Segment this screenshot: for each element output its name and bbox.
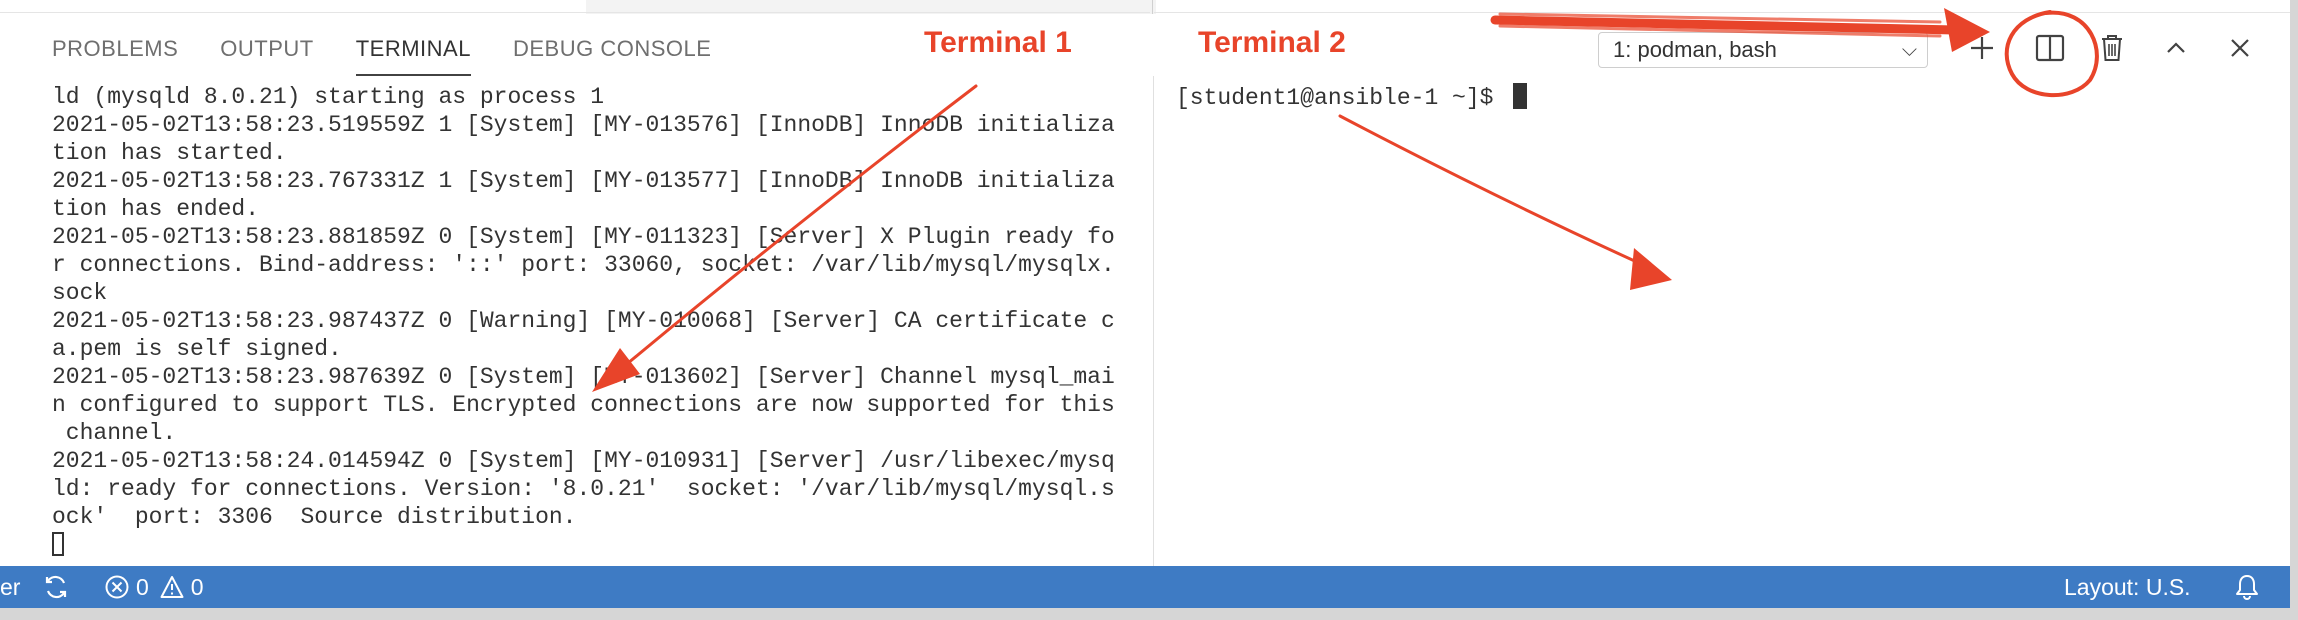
terminal-line: ld: ready for connections. Version: '8.0… xyxy=(52,476,1115,502)
terminal-line: 2021-05-02T13:58:23.767331Z 1 [System] [… xyxy=(52,168,1115,194)
window-edge xyxy=(2290,0,2298,620)
terminal-line: ld (mysqld 8.0.21) starting as process 1 xyxy=(52,84,605,110)
terminal-1-output[interactable]: ld (mysqld 8.0.21) starting as process 1… xyxy=(52,83,1115,559)
terminal-2-output[interactable]: [student1@ansible-1 ~]$ xyxy=(1176,83,1528,112)
error-icon xyxy=(105,575,129,599)
keyboard-layout[interactable]: Layout: U.S. xyxy=(2064,574,2191,600)
editor-area-remnant xyxy=(586,0,1156,14)
terminal-line: tion has ended. xyxy=(52,196,260,222)
terminal-cursor xyxy=(52,532,64,556)
bell-icon[interactable] xyxy=(2234,566,2260,608)
terminal-line: ock' port: 3306 Source distribution. xyxy=(52,504,577,530)
bottom-panel xyxy=(0,14,2290,566)
terminal-select[interactable]: 1: podman, bash ⌵ xyxy=(1598,32,1928,68)
annotation-terminal-2: Terminal 2 xyxy=(1198,26,1346,59)
divider-line-right xyxy=(1154,12,2298,13)
terminal-split-divider[interactable] xyxy=(1153,76,1154,566)
trash-icon[interactable] xyxy=(2092,28,2132,68)
problems-status[interactable]: 0 0 xyxy=(104,566,204,608)
tab-terminal[interactable]: TERMINAL xyxy=(355,36,472,76)
sync-icon[interactable] xyxy=(42,566,70,608)
terminal-prompt: [student1@ansible-1 ~]$ xyxy=(1176,85,1508,111)
editor-top-strip xyxy=(0,0,2298,14)
status-bar: er 0 0 Layout: U.S. xyxy=(0,566,2290,608)
editor-split-divider xyxy=(1152,0,1153,14)
terminal-line: r connections. Bind-address: '::' port: … xyxy=(52,252,1115,278)
split-terminal-icon[interactable] xyxy=(2030,28,2070,68)
terminal-line: tion has started. xyxy=(52,140,287,166)
terminal-cursor xyxy=(1513,83,1528,109)
tab-debug-console[interactable]: DEBUG CONSOLE xyxy=(512,36,712,61)
warning-count: 0 xyxy=(190,574,204,600)
plus-icon[interactable] xyxy=(1962,28,2002,68)
terminal-line: a.pem is self signed. xyxy=(52,336,342,362)
terminal-line: 2021-05-02T13:58:23.987639Z 0 [System] [… xyxy=(52,364,1115,390)
terminal-line: n configured to support TLS. Encrypted c… xyxy=(52,392,1115,418)
chevron-up-icon[interactable] xyxy=(2156,28,2196,68)
terminal-line: 2021-05-02T13:58:23.987437Z 0 [Warning] … xyxy=(52,308,1115,334)
tab-output[interactable]: OUTPUT xyxy=(220,36,314,61)
chevron-down-icon: ⌵ xyxy=(1901,39,1917,61)
tab-problems[interactable]: PROBLEMS xyxy=(52,36,179,61)
panel-tabs: PROBLEMS OUTPUT TERMINAL DEBUG CONSOLE xyxy=(52,36,753,76)
terminal-line: 2021-05-02T13:58:23.519559Z 1 [System] [… xyxy=(52,112,1115,138)
warning-icon xyxy=(160,576,184,598)
annotation-terminal-1: Terminal 1 xyxy=(924,26,1072,59)
terminal-line: 2021-05-02T13:58:24.014594Z 0 [System] [… xyxy=(52,448,1115,474)
status-left-fragment[interactable]: er xyxy=(0,574,21,600)
window-bottom-edge xyxy=(0,608,2298,620)
terminal-select-value: 1: podman, bash xyxy=(1613,37,1777,62)
terminal-line: channel. xyxy=(52,420,177,446)
terminal-line xyxy=(52,531,1115,559)
terminal-line: 2021-05-02T13:58:23.881859Z 0 [System] [… xyxy=(52,224,1115,250)
error-count: 0 xyxy=(136,574,149,600)
close-icon[interactable] xyxy=(2220,28,2260,68)
divider-line xyxy=(0,12,1150,13)
terminal-line: sock xyxy=(52,280,108,306)
